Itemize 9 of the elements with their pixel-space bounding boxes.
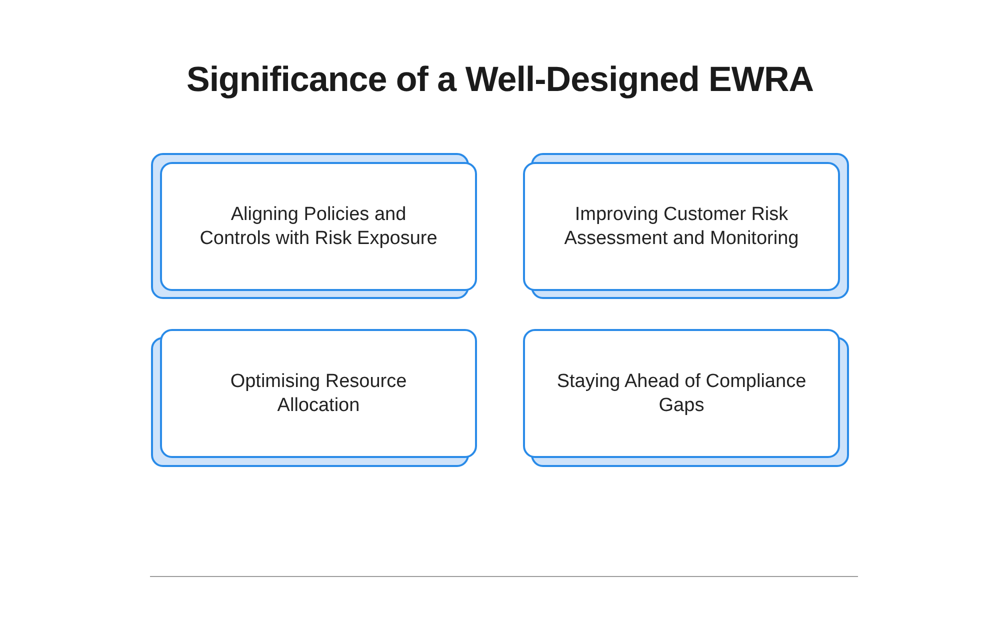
card-text: Staying Ahead of Compliance Gaps <box>556 370 806 418</box>
card <box>523 329 840 458</box>
card <box>160 162 477 291</box>
card-text: Optimising Resource Allocation <box>229 370 408 418</box>
card-text: Aligning Policies and Controls with Risk Exposure <box>198 202 438 250</box>
card <box>523 162 840 291</box>
card-text: Improving Customer Risk Assessment and Monitoring <box>563 202 800 250</box>
title: Significance of a Well-Designed EWRA <box>185 60 814 100</box>
card <box>160 329 477 458</box>
